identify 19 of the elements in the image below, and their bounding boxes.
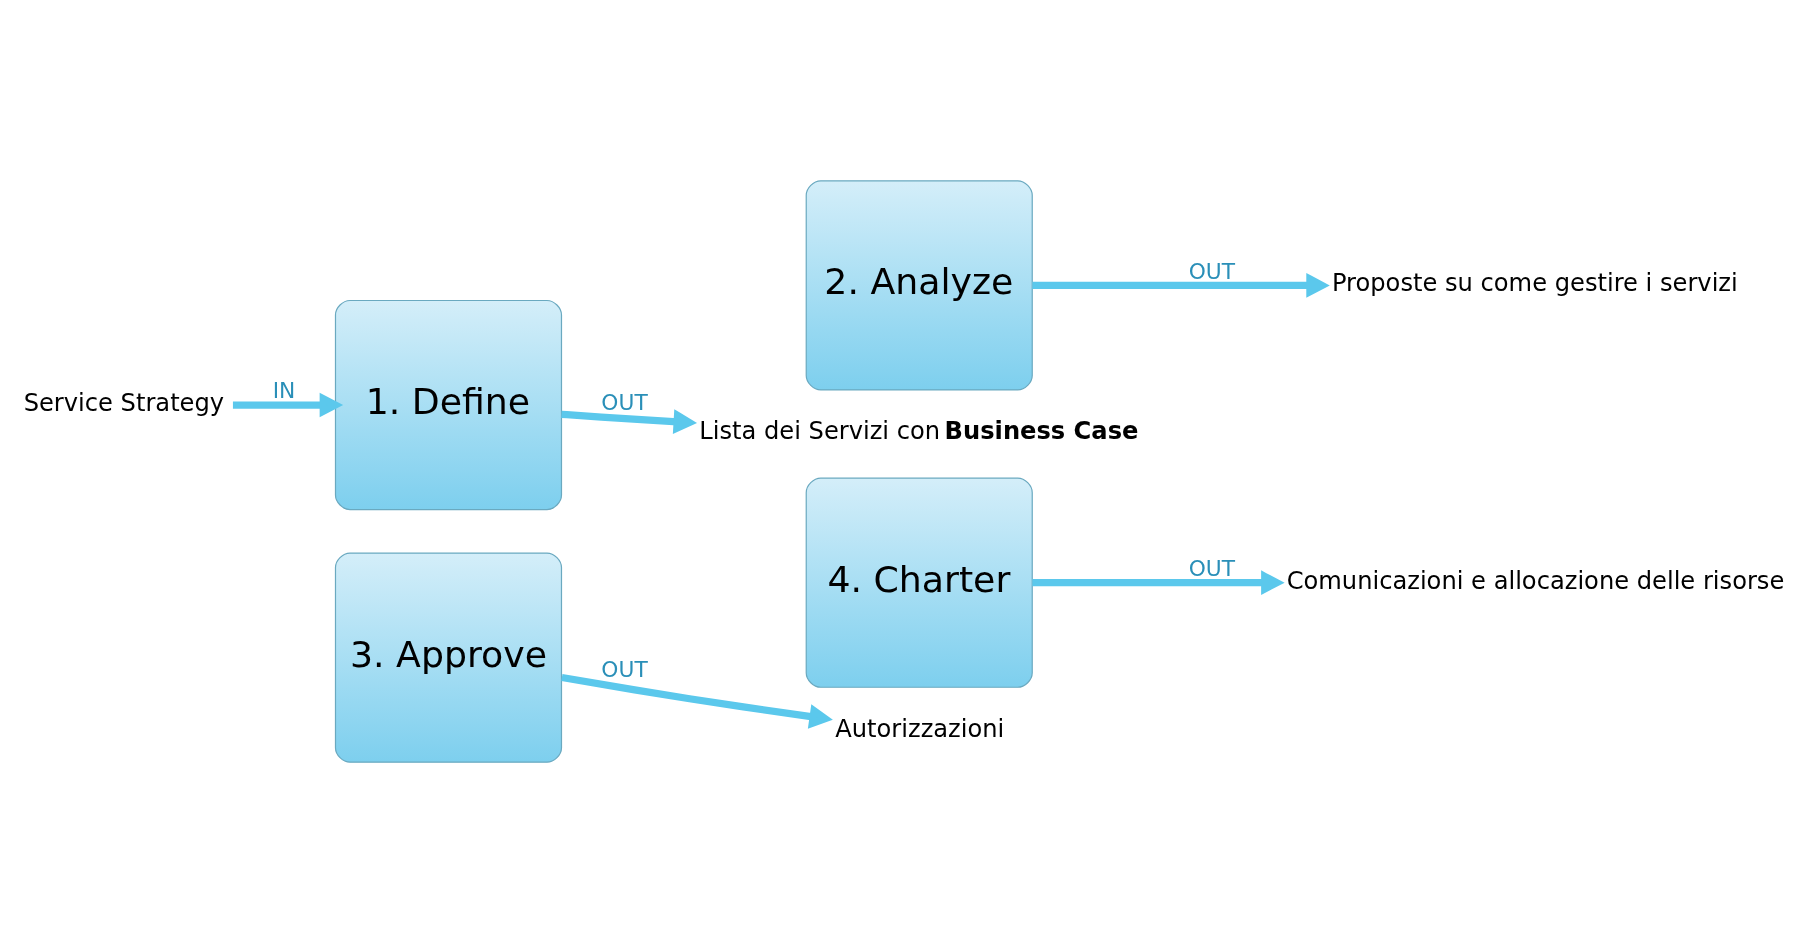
node-box: 4. Charter bbox=[805, 477, 1033, 688]
node-text: Comunicazioni e allocazione delle risorse bbox=[1286, 566, 1785, 595]
node-text: Lista dei Servizi con Business Case bbox=[699, 416, 1139, 445]
node-box: 2. Analyze bbox=[805, 180, 1033, 391]
edge-label: OUT bbox=[601, 657, 648, 683]
edge-label: IN bbox=[272, 378, 296, 404]
node-box: 1. Define bbox=[334, 299, 563, 511]
edge-label: OUT bbox=[1188, 555, 1236, 581]
node-text: Autorizzazioni bbox=[835, 715, 1005, 744]
node-text: Proposte su come gestire i servizi bbox=[1331, 269, 1738, 298]
arrow bbox=[1032, 570, 1285, 596]
arrow bbox=[561, 409, 698, 434]
edge-label: OUT bbox=[1188, 258, 1236, 284]
edge-label: OUT bbox=[601, 390, 648, 416]
arrow bbox=[232, 392, 344, 418]
arrow bbox=[561, 673, 833, 729]
arrow bbox=[1032, 273, 1330, 298]
node-text: Service Strategy bbox=[23, 389, 225, 418]
node-box: 3. Approve bbox=[334, 552, 563, 763]
